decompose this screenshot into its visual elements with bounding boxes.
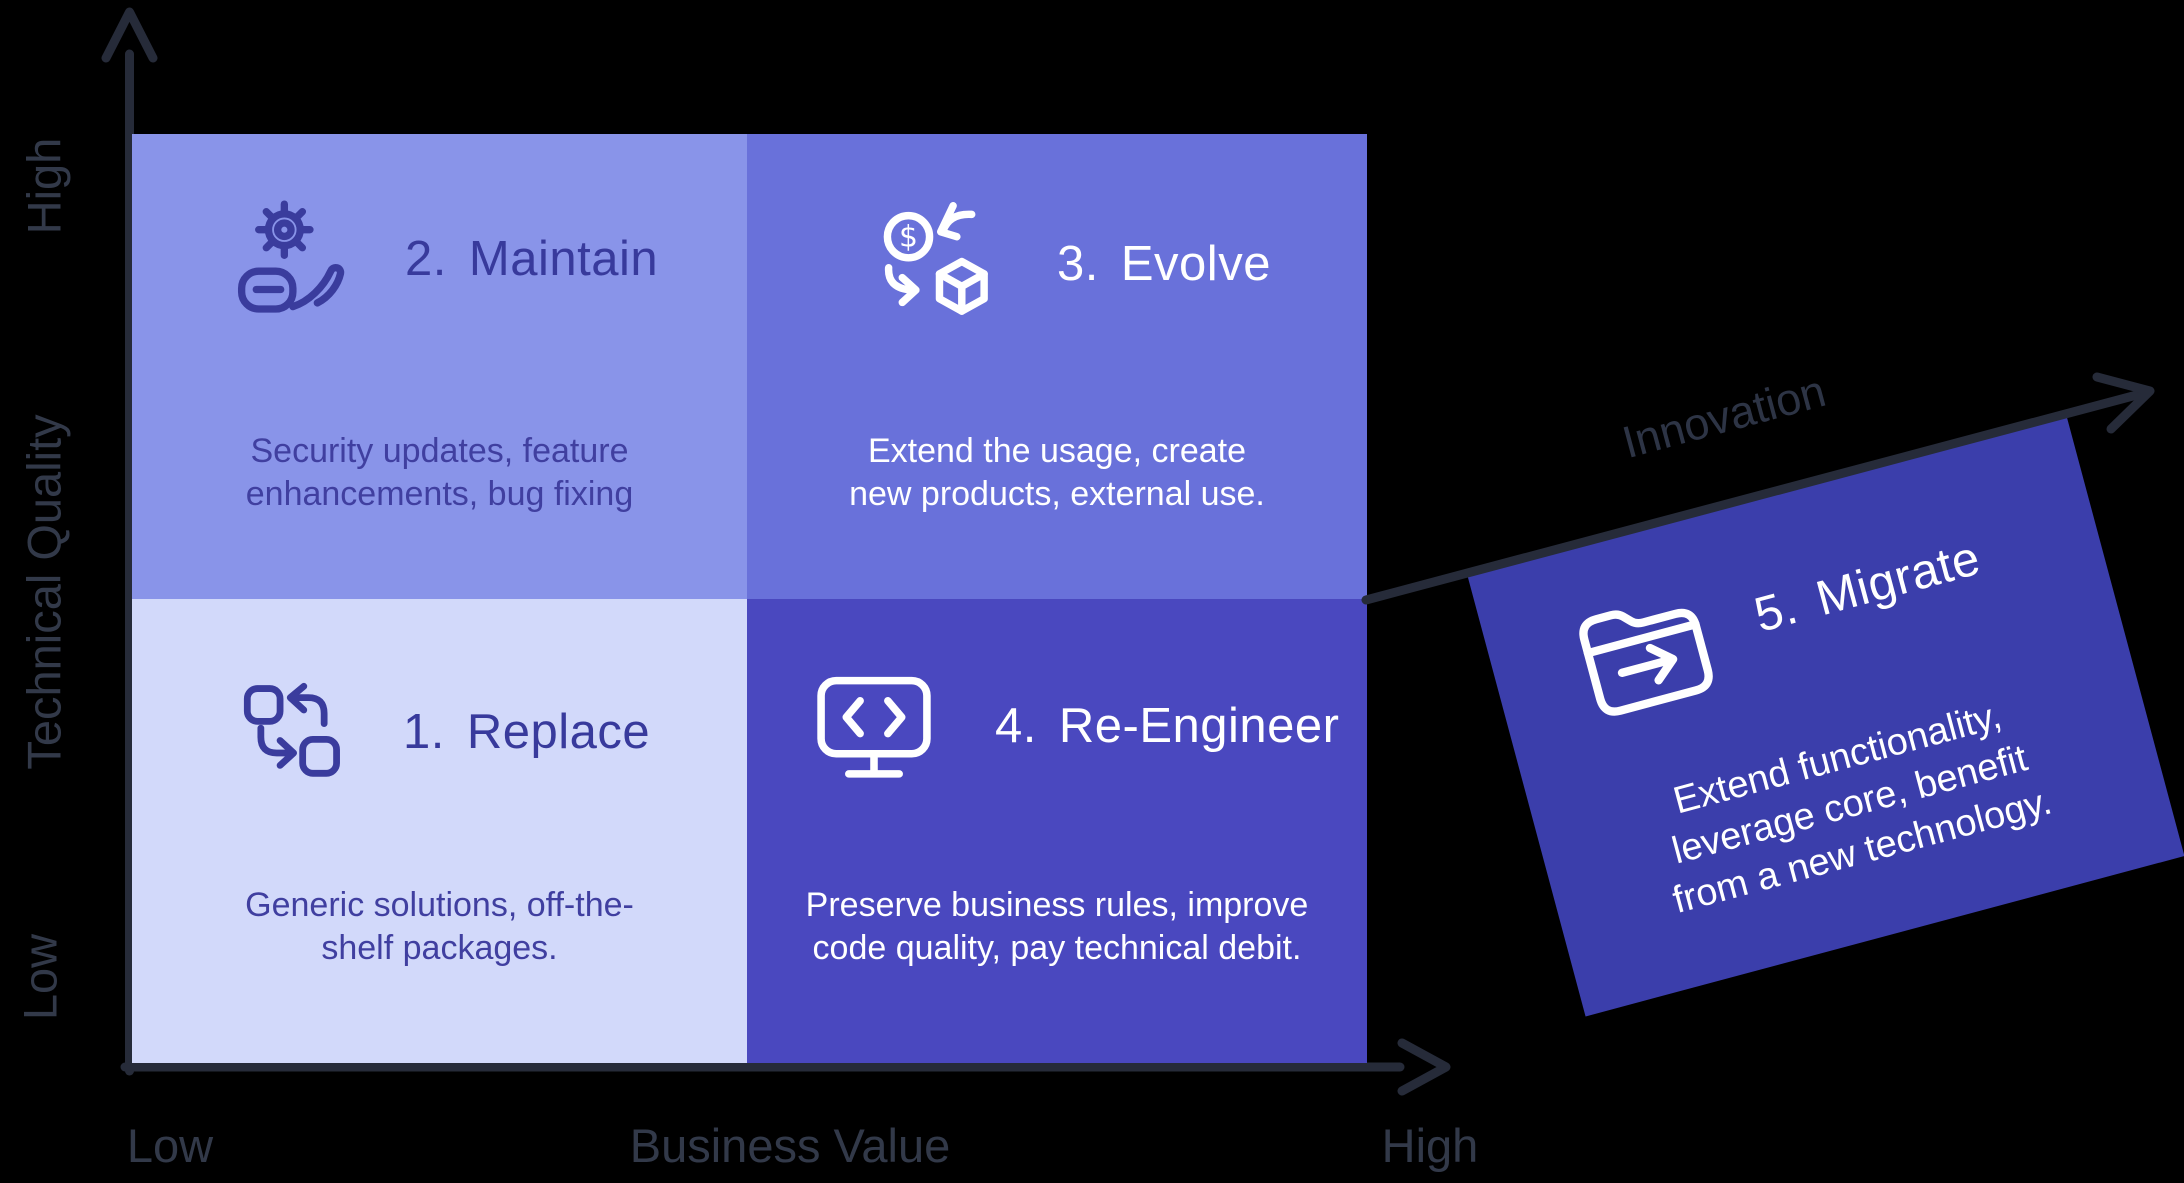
quadrant-reengineer-header: 4.Re-Engineer	[811, 663, 1339, 789]
quadrant-evolve-description: Extend the usage, create new products, e…	[849, 432, 1265, 513]
x-axis-high-label: High	[1381, 1119, 1479, 1172]
quadrant-maintain-description: Security updates, feature enhancements, …	[245, 432, 634, 513]
svg-text:$: $	[899, 220, 918, 255]
folder-arrow-icon	[1560, 567, 1728, 727]
quadrant-evolve: $ 3.Evolve Extend the usage, create new …	[747, 134, 1367, 599]
migrate-card: 5.Migrate Extend functionality, leverage…	[1467, 415, 2184, 1017]
hand-gear-icon	[227, 198, 349, 320]
quadrant-replace-header: 1.Replace	[236, 675, 650, 788]
y-axis-title: Technical Quality	[17, 414, 71, 770]
x-axis-title: Business Value	[629, 1119, 951, 1172]
swap-squares-icon	[236, 675, 349, 788]
quadrant-reengineer: 4.Re-Engineer Preserve business rules, i…	[747, 599, 1367, 1063]
quadrant-evolve-header: $ 3.Evolve	[875, 202, 1271, 326]
quadrant-evolve-title: 3.Evolve	[1057, 237, 1271, 291]
migrate-card-title: 5.Migrate	[1748, 530, 1986, 643]
innovation-axis-label: Innovation	[1616, 365, 1831, 469]
migrate-card-header: 5.Migrate	[1560, 495, 1996, 727]
quadrant-replace: 1.Replace Generic solutions, off-the- sh…	[132, 599, 747, 1063]
code-monitor-icon	[811, 663, 937, 789]
quadrant-maintain-title: 2.Maintain	[405, 232, 659, 286]
quadrant-replace-title: 1.Replace	[403, 704, 651, 759]
quadrant-reengineer-title: 4.Re-Engineer	[995, 699, 1340, 753]
quadrant-reengineer-description: Preserve business rules, improve code qu…	[805, 886, 1309, 967]
quadrant-maintain: 2.Maintain Security updates, feature enh…	[132, 134, 747, 599]
dollar-cube-exchange-icon: $	[875, 202, 999, 326]
quadrant-matrix: 2.Maintain Security updates, feature enh…	[132, 134, 1367, 1063]
quadrant-replace-description: Generic solutions, off-the- shelf packag…	[245, 886, 634, 967]
y-axis-high-label: High	[17, 137, 71, 235]
quadrant-maintain-header: 2.Maintain	[227, 198, 658, 320]
x-axis-low-label: Low	[126, 1119, 214, 1172]
y-axis-low-label: Low	[13, 933, 67, 1021]
